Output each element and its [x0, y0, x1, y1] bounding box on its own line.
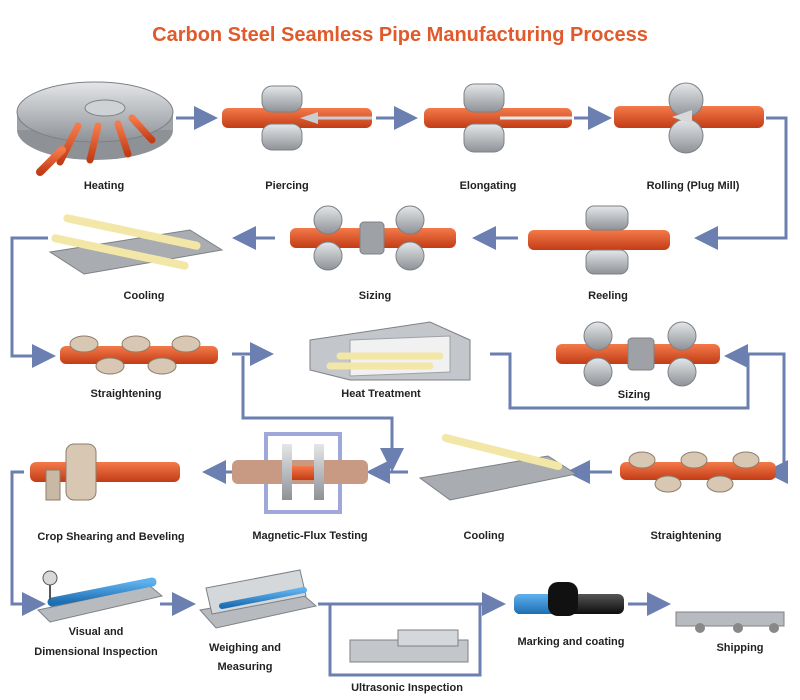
- diagram-title: Carbon Steel Seamless Pipe Manufacturing…: [152, 24, 648, 46]
- arrow-cooling-to-straightening: [10, 236, 56, 368]
- shipping-illustration: [675, 581, 793, 633]
- weighing-measuring-illustration: [199, 569, 318, 629]
- label-heating: Heating: [83, 180, 125, 192]
- sizing-mill-illustration-2: [556, 321, 720, 387]
- heat-treatment-furnace-illustration: [288, 321, 478, 381]
- marking-coating-illustration: [514, 582, 624, 616]
- straightening-illustration-2: [620, 451, 776, 493]
- arrow-sizing-to-straightening: [732, 352, 788, 484]
- cooling-bed-illustration-2: [418, 421, 578, 501]
- arrow-heat-treatment-to-sizing: [490, 344, 750, 410]
- straightening-illustration-1: [60, 335, 218, 375]
- label-shipping: Shipping: [716, 642, 764, 654]
- reeling-illustration: [528, 205, 670, 275]
- ultrasonic-inspection-illustration: [341, 629, 469, 663]
- label-magnetic-flux: Magnetic-Flux Testing: [252, 530, 368, 542]
- label-cooling-2: Cooling: [463, 530, 505, 542]
- label-crop-shearing: Crop Shearing and Beveling: [37, 531, 185, 543]
- magnetic-flux-testing-illustration: [232, 432, 368, 514]
- rolling-plug-mill-illustration: [614, 82, 764, 154]
- crop-shearing-illustration: [30, 443, 180, 501]
- label-visual-line2: Dimensional Inspection: [34, 646, 158, 658]
- label-heat-treatment: Heat Treatment: [341, 388, 421, 400]
- label-weighing-line2: Measuring: [217, 661, 273, 673]
- label-piercing: Piercing: [265, 180, 309, 192]
- arrow-ultrasonic-branch: [328, 604, 482, 677]
- label-marking: Marking and coating: [517, 636, 625, 648]
- label-straightening-2: Straightening: [650, 530, 722, 542]
- flow-arrows: [10, 106, 788, 677]
- label-sizing-1: Sizing: [358, 290, 392, 302]
- label-visual-line1: Visual and: [68, 626, 124, 638]
- visual-inspection-illustration: [36, 570, 164, 623]
- heating-furnace-illustration: [14, 81, 174, 176]
- label-weighing-line1: Weighing and: [209, 642, 281, 654]
- arrow-crop-to-visual: [10, 470, 46, 616]
- arrow-magnetic-loop: [241, 356, 404, 472]
- label-straightening-1: Straightening: [90, 388, 162, 400]
- label-reeling: Reeling: [588, 290, 628, 302]
- label-cooling-1: Cooling: [123, 290, 165, 302]
- arrow-rolling-to-reeling: [694, 116, 788, 250]
- label-elongating: Elongating: [459, 180, 517, 192]
- label-ultrasonic: Ultrasonic Inspection: [351, 682, 463, 694]
- label-rolling: Rolling (Plug Mill): [646, 180, 740, 192]
- cooling-bed-illustration-1: [48, 204, 224, 275]
- sizing-mill-illustration-1: [290, 205, 456, 271]
- elongating-illustration: [424, 83, 572, 153]
- piercing-illustration: [222, 85, 372, 151]
- label-sizing-2: Sizing: [617, 389, 651, 401]
